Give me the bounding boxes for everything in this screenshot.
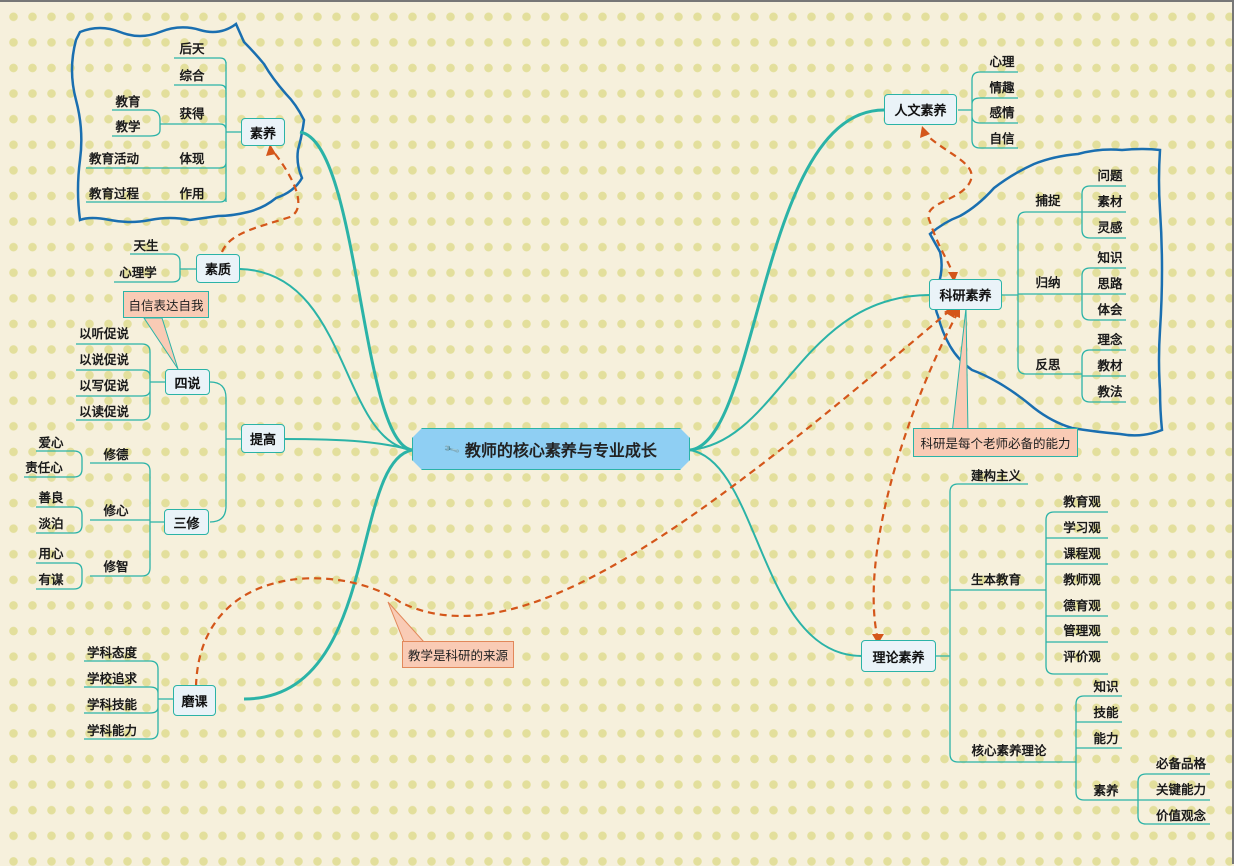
subtopic-shanliang[interactable]: 善良: [38, 489, 64, 505]
central-topic[interactable]: 🔧 教师的核心素养与专业成长: [412, 428, 690, 470]
subtopic-xiuxin[interactable]: 修心: [103, 502, 129, 518]
subtopic-bibei-pinge[interactable]: 必备品格: [1155, 755, 1206, 771]
subtopic-zhishi[interactable]: 知识: [1097, 249, 1123, 265]
subtopic-jiazhi-guannian[interactable]: 价值观念: [1155, 807, 1206, 823]
topic-renwen[interactable]: 人文素养: [884, 94, 957, 125]
subtopic-xueke-nengli[interactable]: 学科能力: [86, 722, 137, 738]
callout-zixin: 自信表达自我: [123, 291, 209, 318]
subtopic-xinlixue[interactable]: 心理学: [119, 264, 157, 280]
subtopic-zonghe[interactable]: 综合: [179, 67, 205, 83]
callout-keyan: 科研是每个老师必备的能力: [913, 428, 1078, 457]
subtopic-tihui[interactable]: 体会: [1097, 301, 1123, 317]
topic-sanxiu[interactable]: 三修: [164, 509, 209, 535]
subtopic-xueke-taidu[interactable]: 学科态度: [86, 644, 137, 660]
subtopic-jiaoshiguan[interactable]: 教师观: [1063, 571, 1101, 587]
subtopic-youmou[interactable]: 有谋: [38, 571, 64, 587]
topic-sishuo[interactable]: 四说: [165, 369, 210, 395]
subtopic-hx-nengli[interactable]: 能力: [1093, 730, 1119, 746]
callout-teaching: 教学是科研的来源: [402, 641, 514, 668]
topic-suyang[interactable]: 素养: [241, 118, 285, 146]
subtopic-fansi[interactable]: 反思: [1035, 356, 1061, 372]
subtopic-deyuguan[interactable]: 德育观: [1063, 597, 1101, 613]
subtopic-yongxin[interactable]: 用心: [38, 545, 64, 561]
subtopic-tixian[interactable]: 体现: [179, 150, 205, 166]
subtopic-yidu[interactable]: 以读促说: [78, 403, 129, 419]
subtopic-qingqu[interactable]: 情趣: [989, 79, 1015, 95]
subtopic-xinli[interactable]: 心理: [989, 53, 1015, 69]
subtopic-sucai[interactable]: 素材: [1097, 193, 1123, 209]
subtopic-tiansheng[interactable]: 天生: [133, 237, 159, 253]
topic-tigao[interactable]: 提高: [241, 424, 285, 453]
subtopic-guanliguan[interactable]: 管理观: [1063, 622, 1101, 638]
subtopic-yiting[interactable]: 以听促说: [78, 325, 129, 341]
subtopic-aixin[interactable]: 爱心: [38, 434, 64, 450]
subtopic-yishuo[interactable]: 以说促说: [78, 351, 129, 367]
subtopic-xiude[interactable]: 修德: [103, 446, 129, 462]
subtopic-silu[interactable]: 思路: [1097, 275, 1123, 291]
subtopic-jiaofa[interactable]: 教法: [1097, 383, 1123, 399]
subtopic-linian[interactable]: 理念: [1097, 331, 1123, 347]
subtopic-ganqing[interactable]: 感情: [989, 104, 1015, 120]
subtopic-buzhuo[interactable]: 捕捉: [1035, 192, 1061, 208]
subtopic-yixie[interactable]: 以写促说: [78, 377, 129, 393]
subtopic-wenti[interactable]: 问题: [1097, 167, 1123, 183]
subtopic-danbo[interactable]: 淡泊: [38, 515, 64, 531]
subtopic-shengben[interactable]: 生本教育: [970, 571, 1021, 587]
subtopic-jiaoxue[interactable]: 教学: [115, 118, 141, 134]
topic-suzhi[interactable]: 素质: [196, 254, 240, 283]
subtopic-zuoyong[interactable]: 作用: [179, 185, 205, 201]
subtopic-zerenxin[interactable]: 责任心: [25, 459, 63, 475]
subtopic-jiaocai[interactable]: 教材: [1097, 357, 1123, 373]
subtopic-guina[interactable]: 归纳: [1035, 274, 1061, 290]
subtopic-jiaoyu-guocheng[interactable]: 教育过程: [88, 185, 139, 201]
subtopic-xiuzhi[interactable]: 修智: [103, 558, 129, 574]
topic-moke[interactable]: 磨课: [173, 685, 216, 716]
subtopic-jiangou[interactable]: 建构主义: [970, 467, 1021, 483]
subtopic-jiaoyu[interactable]: 教育: [115, 93, 141, 109]
subtopic-hexin[interactable]: 核心素养理论: [971, 742, 1047, 758]
subtopic-hx-suyang[interactable]: 素养: [1093, 782, 1119, 798]
subtopic-houtian[interactable]: 后天: [179, 40, 205, 56]
subtopic-huode[interactable]: 获得: [179, 105, 205, 121]
subtopic-xuexiao-zhuiqiu[interactable]: 学校追求: [86, 670, 137, 686]
subtopic-kechengguan[interactable]: 课程观: [1063, 545, 1101, 561]
subtopic-hx-jineng[interactable]: 技能: [1093, 704, 1119, 720]
central-topic-label: 教师的核心素养与专业成长: [464, 441, 657, 460]
subtopic-hx-zhishi[interactable]: 知识: [1093, 678, 1119, 694]
topic-keyan[interactable]: 科研素养: [929, 279, 1002, 310]
subtopic-guanjian-nengli[interactable]: 关键能力: [1155, 781, 1206, 797]
topic-lilun[interactable]: 理论素养: [861, 640, 936, 672]
subtopic-pingjiaguan[interactable]: 评价观: [1063, 648, 1101, 664]
subtopic-xueke-jineng[interactable]: 学科技能: [86, 696, 137, 712]
subtopic-jiaoyuguan[interactable]: 教育观: [1063, 493, 1101, 509]
subtopic-linggan[interactable]: 灵感: [1097, 219, 1123, 235]
subtopic-zixin[interactable]: 自信: [989, 130, 1015, 146]
subtopic-jiaoyu-huodong[interactable]: 教育活动: [88, 150, 139, 166]
subtopic-xuexiguan[interactable]: 学习观: [1063, 519, 1101, 535]
wrench-icon: 🔧: [442, 439, 462, 459]
